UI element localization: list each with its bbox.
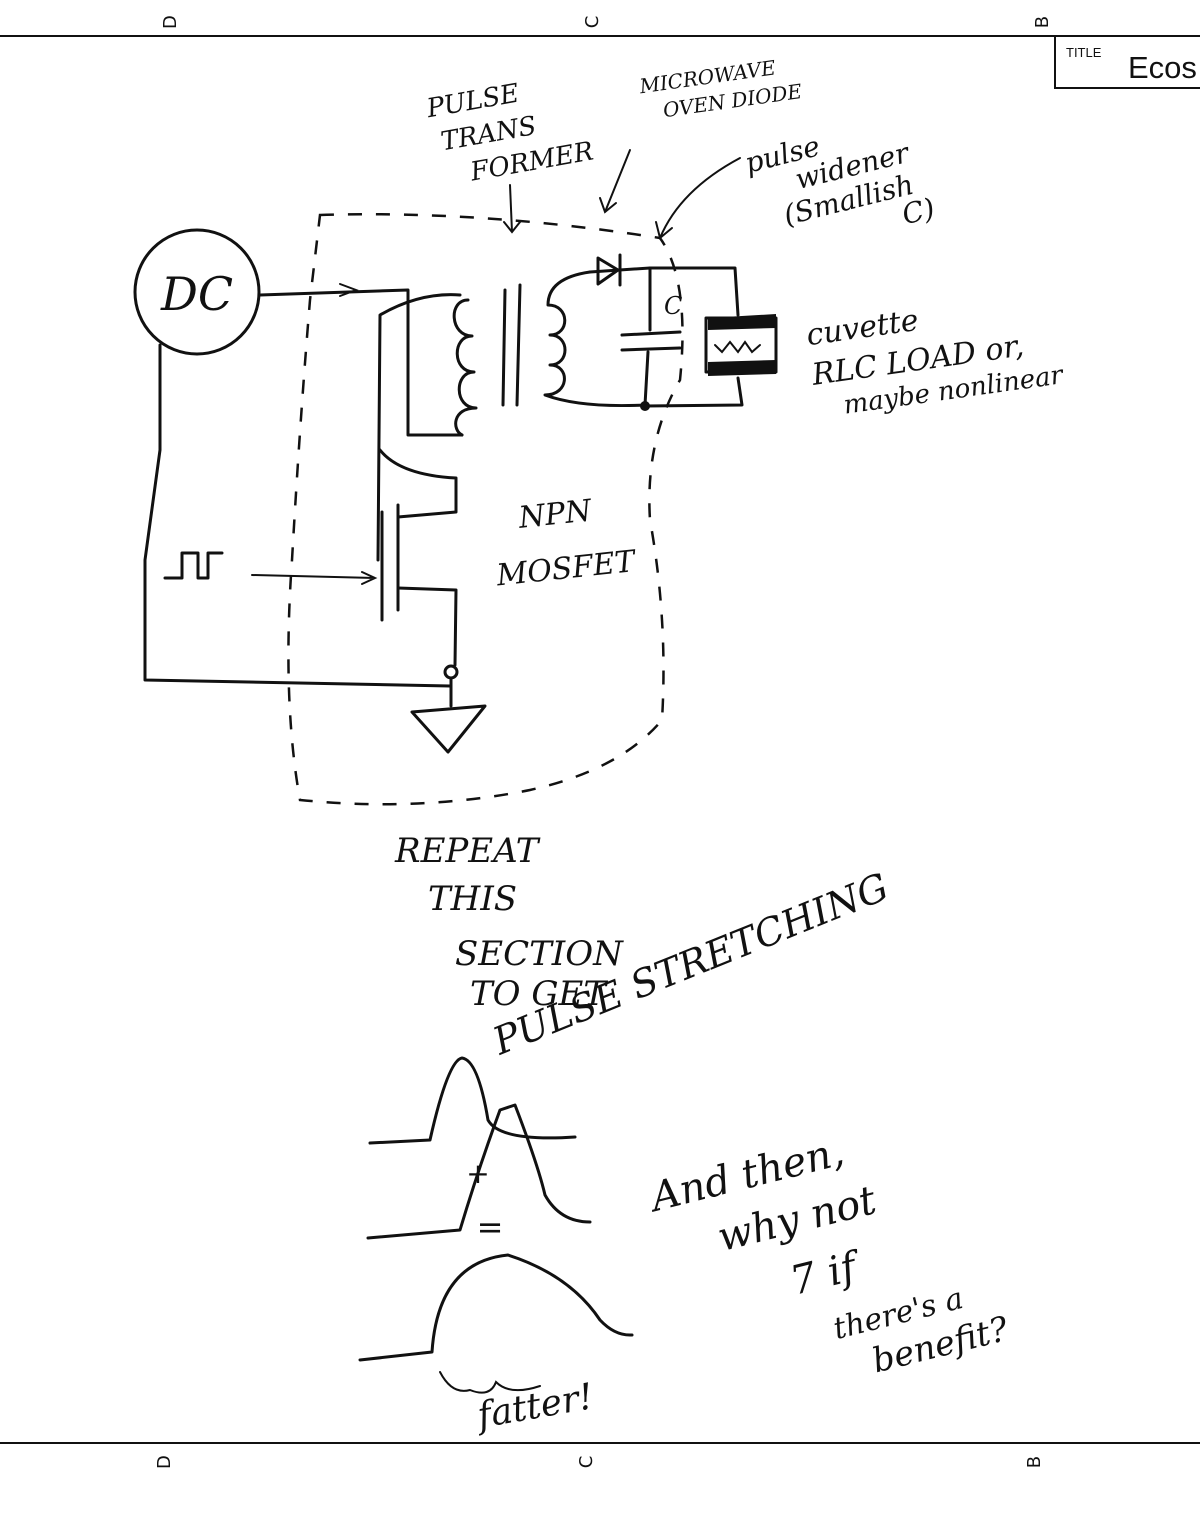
zone-bottom-d: D (154, 1455, 175, 1469)
transformer-arrow (503, 184, 521, 234)
capacitor-label: C (664, 292, 682, 320)
side-note: And then, why not 7 if there's a benefit… (643, 1100, 1013, 1424)
dc-source: DC (133, 228, 261, 356)
transformer-core-2 (515, 283, 522, 407)
diode-arrow (599, 149, 631, 214)
ground-node (410, 664, 487, 754)
dc-to-primary-wire (258, 288, 464, 437)
pulse-waveform-1 (368, 1056, 577, 1145)
widener-note: pulse widener (Smallish C) (742, 106, 939, 265)
mosfet-note: NPN MOSFET (488, 489, 638, 593)
dc-label: DC (160, 267, 233, 321)
zone-bottom-c: C (576, 1456, 597, 1469)
equals-sign: = (477, 1208, 504, 1246)
npn-mosfet (251, 448, 458, 667)
transformer-core-1 (501, 288, 507, 407)
widener-arrow (655, 157, 741, 240)
zone-bottom-b: B (1024, 1456, 1045, 1468)
title-value: Ecos (1128, 50, 1197, 85)
microwave-oven-diode (588, 253, 652, 287)
cuvette-note: cuvette RLC LOAD or, maybe nonlinear (803, 284, 1066, 425)
title-label: TITLE (1066, 45, 1102, 60)
transformer-note: PULSE TRANS FORMER (424, 68, 596, 194)
repeat-note: REPEAT THIS SECTION TO GET (394, 831, 634, 1014)
zone-top-b: B (1032, 16, 1053, 28)
title-block: TITLE Ecos (1054, 35, 1200, 89)
zone-top-d: D (160, 15, 181, 29)
pulse-waveform-2 (366, 1103, 592, 1240)
plus-sign: + (466, 1157, 489, 1190)
gate-pulse-icon (163, 551, 224, 580)
diode-note: MICROWAVE OVEN DIODE (637, 52, 804, 125)
transformer-primary-coil (376, 293, 478, 562)
zone-top-c: C (582, 16, 603, 29)
pulse-widener-capacitor (620, 266, 682, 411)
transformer-secondary-coil (543, 270, 647, 408)
fatter-note: fatter! (471, 1376, 596, 1437)
dc-return-wire (143, 343, 452, 688)
wire-arrow (339, 283, 359, 297)
stretched-pulse-waveform (358, 1253, 634, 1394)
cuvette-load (643, 266, 778, 408)
section-boundary (287, 212, 684, 806)
